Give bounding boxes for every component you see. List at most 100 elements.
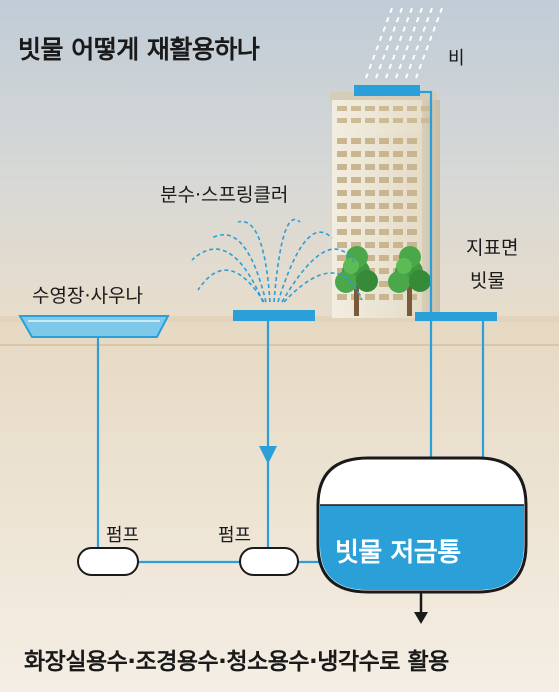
building-window bbox=[351, 190, 361, 196]
building-window bbox=[337, 216, 347, 222]
building-window bbox=[337, 268, 347, 274]
tank-water bbox=[320, 505, 524, 590]
pump-label-left: 펌프 bbox=[106, 525, 140, 546]
building-window bbox=[337, 255, 347, 261]
pipe-roof bbox=[419, 90, 433, 505]
diagram-title: 빗물 어떻게 재활용하나 bbox=[18, 35, 260, 64]
building-window bbox=[337, 138, 347, 144]
building-window bbox=[379, 203, 389, 209]
building-window bbox=[337, 229, 347, 235]
building-window bbox=[351, 164, 361, 170]
building-window bbox=[393, 216, 403, 222]
building-window bbox=[407, 229, 417, 235]
building-window bbox=[407, 151, 417, 157]
building-window bbox=[351, 203, 361, 209]
building-window bbox=[365, 294, 375, 300]
building-window bbox=[393, 164, 403, 170]
building-window bbox=[379, 242, 389, 248]
building-window bbox=[337, 242, 347, 248]
surface-collector bbox=[415, 312, 497, 321]
pump-label-right: 펌프 bbox=[218, 525, 252, 546]
building-window bbox=[407, 164, 417, 170]
pump-left bbox=[77, 547, 139, 576]
tree-left bbox=[335, 246, 378, 316]
building-window bbox=[407, 138, 417, 144]
building-roof bbox=[330, 92, 437, 102]
building-window bbox=[351, 151, 361, 157]
building-window bbox=[337, 294, 347, 300]
building-window bbox=[393, 229, 403, 235]
building-top bbox=[332, 100, 436, 132]
building-window bbox=[337, 190, 347, 196]
building-window bbox=[351, 106, 361, 111]
building-window bbox=[337, 151, 347, 157]
surface-rain-label-line2: 빗물 bbox=[470, 270, 505, 292]
usage-caption: 화장실용수·조경용수·청소용수·냉각수로 활용 bbox=[24, 649, 449, 675]
rain-label: 비 bbox=[448, 48, 465, 69]
building-window bbox=[379, 281, 389, 287]
building-window bbox=[379, 216, 389, 222]
building-window bbox=[407, 216, 417, 222]
building-window bbox=[337, 203, 347, 209]
building-window bbox=[351, 242, 361, 248]
building-window bbox=[379, 294, 389, 300]
building-window bbox=[351, 229, 361, 235]
building-window bbox=[407, 106, 417, 111]
building-window bbox=[421, 118, 431, 123]
output-arrow-head bbox=[414, 612, 428, 624]
building-window bbox=[351, 216, 361, 222]
building-window bbox=[407, 203, 417, 209]
rain-icon bbox=[365, 7, 443, 79]
building-window bbox=[337, 164, 347, 170]
building-window bbox=[379, 118, 389, 123]
building-window bbox=[365, 242, 375, 248]
building-window bbox=[337, 177, 347, 183]
building-window bbox=[407, 242, 417, 248]
building-window bbox=[379, 106, 389, 111]
building-window bbox=[393, 242, 403, 248]
building-window bbox=[393, 177, 403, 183]
pool bbox=[18, 315, 170, 338]
building-window bbox=[351, 118, 361, 123]
building-window bbox=[393, 106, 403, 111]
building-window bbox=[393, 294, 403, 300]
building-window bbox=[365, 138, 375, 144]
building-window bbox=[365, 164, 375, 170]
building-window bbox=[365, 151, 375, 157]
building-window bbox=[337, 106, 347, 111]
building-window bbox=[407, 118, 417, 123]
building-window bbox=[407, 190, 417, 196]
pump-right bbox=[239, 547, 299, 576]
building-window bbox=[365, 190, 375, 196]
building-window bbox=[365, 216, 375, 222]
sky bbox=[0, 0, 559, 320]
roof-collector bbox=[354, 85, 420, 96]
building-window bbox=[393, 118, 403, 123]
fountain-sprinkler-label: 분수·스프링클러 bbox=[160, 184, 289, 206]
building-window bbox=[379, 138, 389, 144]
building-window bbox=[379, 229, 389, 235]
building-window bbox=[379, 190, 389, 196]
tree-right bbox=[388, 246, 431, 316]
flow-arrow-down bbox=[259, 446, 277, 464]
tank-label: 빗물 저금통 bbox=[335, 538, 461, 568]
building-window bbox=[393, 255, 403, 261]
building-window bbox=[365, 118, 375, 123]
fountain-spray bbox=[191, 218, 363, 303]
building-window bbox=[365, 177, 375, 183]
building-window bbox=[365, 203, 375, 209]
building-window bbox=[421, 106, 431, 111]
building-window bbox=[379, 255, 389, 261]
building-window bbox=[393, 138, 403, 144]
surface-rain-label-line1: 지표면 bbox=[466, 237, 519, 259]
building-window bbox=[379, 164, 389, 170]
building-window bbox=[365, 255, 375, 261]
building-window bbox=[351, 177, 361, 183]
building-window bbox=[379, 177, 389, 183]
fountain-basin bbox=[233, 310, 315, 321]
building-window bbox=[393, 190, 403, 196]
building-window bbox=[365, 229, 375, 235]
building-window bbox=[379, 268, 389, 274]
building-window bbox=[379, 151, 389, 157]
